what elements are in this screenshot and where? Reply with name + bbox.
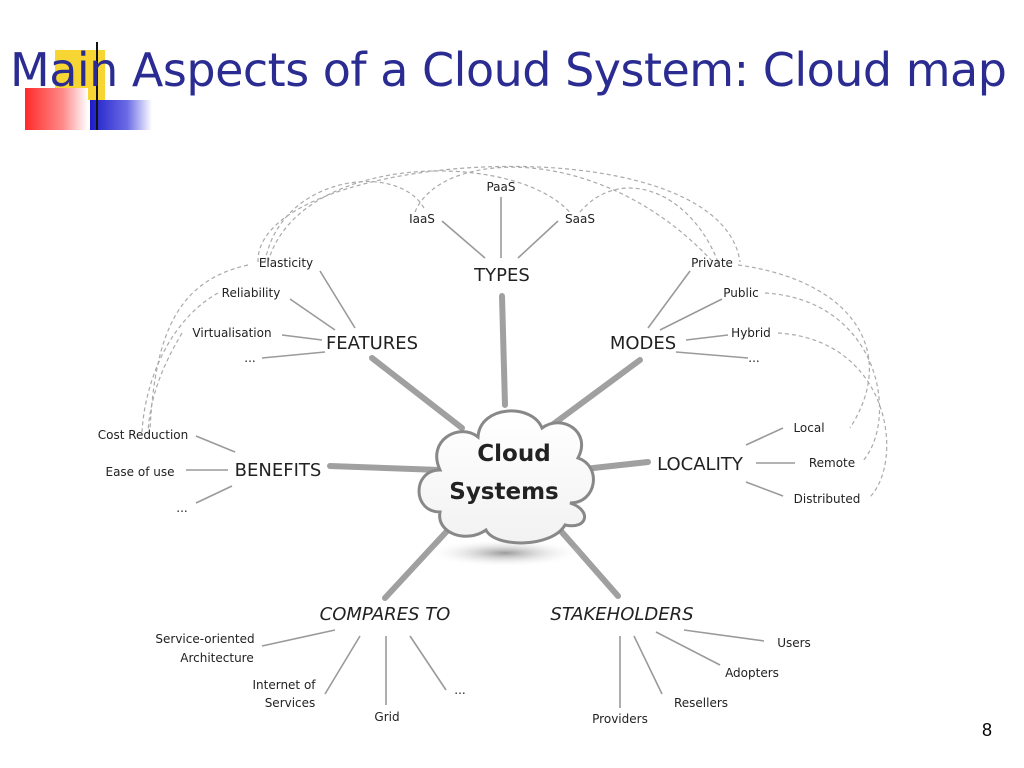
stakeholders-item-providers: Providers [592, 712, 648, 726]
central-cloud: Cloud Systems [417, 409, 595, 567]
compares-item-soa-line1: Service-oriented [155, 632, 254, 646]
features-item-reliability: Reliability [222, 286, 281, 300]
decor-blue-square [90, 100, 152, 130]
compares-item-ios-line2: Services [265, 696, 316, 710]
decor-red-square [25, 88, 88, 130]
branch-lines [186, 197, 795, 708]
stakeholders-item-users: Users [777, 636, 811, 650]
locality-item-local: Local [793, 421, 824, 435]
decor-vertical-line [96, 42, 98, 130]
compares-item-more: ... [454, 683, 465, 697]
dashed-connections [141, 165, 888, 498]
center-line1: Cloud [477, 441, 550, 467]
node-modes: MODES [610, 333, 676, 354]
compares-item-soa-line2: Architecture [180, 651, 253, 665]
node-compares-to: COMPARES TO [320, 604, 451, 625]
locality-item-distributed: Distributed [794, 492, 861, 506]
features-item-virtualisation: Virtualisation [192, 326, 271, 340]
page-number: 8 [981, 720, 992, 740]
node-stakeholders: STAKEHOLDERS [550, 604, 693, 625]
center-line2: Systems [449, 479, 559, 505]
compares-item-grid: Grid [374, 710, 399, 724]
benefits-item-ease-of-use: Ease of use [105, 465, 174, 479]
node-types: TYPES [473, 265, 530, 286]
modes-item-more: ... [748, 351, 759, 365]
slide-title: Main Aspects of a Cloud System: Cloud ma… [10, 43, 1007, 97]
features-item-elasticity: Elasticity [259, 256, 313, 270]
node-benefits: BENEFITS [235, 460, 322, 481]
types-item-iaas: IaaS [409, 212, 435, 226]
node-locality: LOCALITY [657, 454, 744, 475]
compares-item-ios-line1: Internet of [252, 678, 316, 692]
node-features: FEATURES [326, 333, 418, 354]
benefits-item-more: ... [176, 501, 187, 515]
types-item-paas: PaaS [486, 180, 515, 194]
locality-item-remote: Remote [809, 456, 855, 470]
stakeholders-item-resellers: Resellers [674, 696, 728, 710]
benefits-item-cost-reduction: Cost Reduction [98, 428, 188, 442]
stakeholders-item-adopters: Adopters [725, 666, 779, 680]
modes-item-hybrid: Hybrid [731, 326, 771, 340]
modes-item-public: Public [723, 286, 759, 300]
modes-item-private: Private [691, 256, 733, 270]
features-item-more: ... [244, 351, 255, 365]
types-item-saas: SaaS [565, 212, 595, 226]
